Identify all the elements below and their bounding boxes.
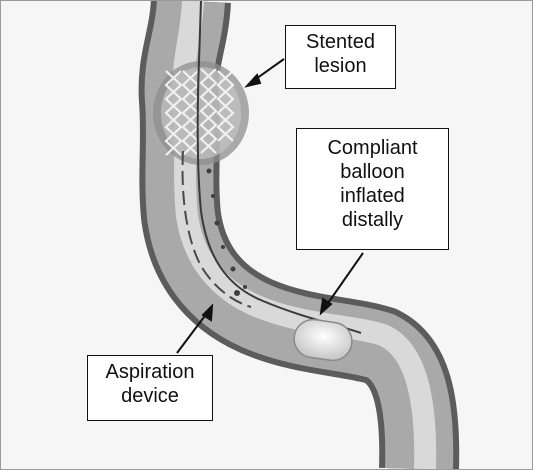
stented-lesion-label: Stented lesion [285, 25, 396, 89]
balloon-line-4: distally [303, 208, 442, 232]
aspiration-line-1: Aspiration [94, 360, 206, 384]
compliant-balloon-label: Compliant balloon inflated distally [296, 128, 449, 250]
stented-lesion-line-1: Stented [292, 30, 389, 54]
balloon-line-2: balloon [303, 160, 442, 184]
aspiration-line-2: device [94, 384, 206, 408]
balloon-line-3: inflated [303, 184, 442, 208]
balloon-line-1: Compliant [303, 136, 442, 160]
aspiration-device-label: Aspiration device [87, 355, 213, 421]
stented-lesion-line-2: lesion [292, 54, 389, 78]
